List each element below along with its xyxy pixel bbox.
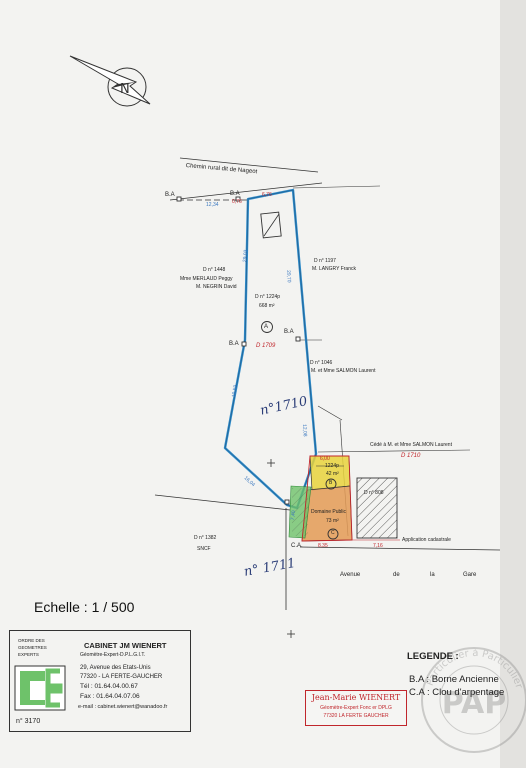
ge-logo-icon: [14, 665, 66, 711]
parcel-d1710: D 1710: [401, 453, 421, 459]
cabinet-fax: Fax : 01.64.04.07.06: [80, 693, 140, 700]
avenue-word-1: Avenue: [340, 572, 361, 578]
sncf-label: SNCF: [197, 546, 211, 552]
marker-b-circle: [325, 478, 337, 490]
marker-c-circle: [327, 528, 339, 540]
dimension-12-34: 12,34: [206, 202, 219, 208]
building-d808: [356, 477, 398, 539]
order-line-1: ORDRE DES: [18, 638, 45, 643]
domaine-public-label: Domaine Public: [311, 509, 347, 515]
parcel-d1046-number: D n° 1046: [310, 360, 333, 366]
marker-b-letter: B: [329, 480, 333, 486]
ba-label-2: B.A: [230, 191, 240, 197]
building-hatched: [260, 211, 282, 239]
avenue-word-2: de: [393, 572, 400, 578]
geometre-stamp: Jean-Marie WIENERT Géomètre-Expert Fonc …: [305, 690, 407, 726]
dimension-6-00: 6,00: [320, 456, 330, 462]
dimension-8-35: 8,35: [318, 543, 328, 549]
scale-label: Echelle : 1 / 500: [34, 599, 135, 615]
domaine-public-area: 73 m²: [326, 518, 339, 524]
cabinet-stamp-box: [9, 630, 191, 732]
parcel-d1448-number: D n° 1448: [203, 267, 226, 273]
legend-title: LEGENDE :: [407, 651, 459, 662]
lot-b-number: 1224p: [325, 463, 339, 469]
order-line-3: EXPERTS: [18, 652, 39, 657]
cross-marker: [267, 459, 295, 638]
ca-label: C.A.: [291, 543, 303, 549]
cabinet-address: 29, Avenue des Etats-Unis: [80, 665, 151, 671]
parcel-d1046-owner: M. et Mme SALMON Laurent: [311, 368, 376, 374]
cabinet-email: e-mail : cabinet.wienert@wanadoo.fr: [78, 704, 168, 710]
dimension-12-08: 12,08: [301, 423, 308, 437]
paper-shadow: [500, 0, 526, 768]
cabinet-number: n° 3170: [16, 718, 41, 725]
cabinet-name: CABINET JM WIENERT: [84, 641, 167, 650]
avenue-word-3: la: [430, 572, 435, 578]
parcel-d1197-owner: M. LANGRY Franck: [312, 266, 356, 272]
cede-label: Cédé à M. et Mme SALMON Laurent: [370, 442, 452, 448]
road-edge-top: [179, 157, 319, 173]
road-edge-bottom: [169, 182, 323, 201]
ba-label-3: B.A: [284, 329, 294, 335]
parcel-d1709: D 1709: [256, 343, 276, 349]
dimension-0-76: 0,76: [232, 199, 242, 205]
parcel-d1224p-number: D n° 1224p: [255, 294, 281, 300]
marker-a-letter: A: [264, 324, 269, 330]
lot-bc-red-outline: [301, 455, 353, 542]
avenue-edge: [299, 546, 501, 551]
cabinet-tel: Tél : 01.64.04.00.67: [80, 683, 138, 690]
sncf-line: [154, 494, 291, 511]
parcel-d1224p-area: 668 m²: [259, 303, 275, 309]
stamp-name: Jean-Marie WIENERT: [311, 693, 401, 702]
parcel-d808: D n° 808: [364, 490, 384, 496]
boundary-marker-icon: [176, 196, 301, 505]
dimension-7-16: 7,16: [373, 543, 383, 549]
cabinet-title: Géomètre-Expert-D.P.L.G.I.T.: [80, 652, 146, 658]
limit-top-right: [292, 185, 381, 189]
stamp-city: 77320 LA FERTE GAUCHER: [323, 713, 389, 719]
svg-text:N: N: [120, 82, 130, 97]
avenue-word-4: Gare: [463, 572, 477, 578]
ba-label-4: B.A: [229, 341, 239, 347]
application-cadastrale: Application cadastrale: [402, 537, 451, 543]
parcel-d1382: D n° 1382: [194, 535, 217, 541]
legend-ca: C.A : Clou d'arpentage: [409, 687, 505, 698]
lot-b-area: 42 m²: [326, 471, 339, 477]
dimension-29-70: 29,70: [285, 269, 292, 283]
marker-c-letter: C: [331, 530, 335, 536]
marker-a-circle: [261, 321, 273, 333]
parcel-d1448-owner1: Mme MERLAUD Peggy: [180, 276, 233, 282]
stamp-title: Géomètre-Expert Fonc er DPLG: [320, 705, 392, 711]
watermark-center: PAP: [442, 686, 506, 721]
boundary-right-lots: [317, 405, 343, 421]
parcel-d1448-owner2: M. NEGRIN David: [196, 284, 237, 290]
building-diagonal: [263, 213, 280, 237]
dimension-6-76: 6,76: [262, 192, 272, 198]
parcel-d1197-number: D n° 1197: [314, 258, 336, 264]
cede-pointer: [317, 449, 471, 453]
order-line-2: GEOMETRES: [18, 645, 47, 650]
north-arrow-icon: N: [69, 55, 151, 107]
ba-label-1: B.A: [165, 192, 175, 198]
legend-ba: B.A : Borne Ancienne: [409, 674, 499, 685]
cabinet-city: 77320 - LA FERTE-GAUCHER: [80, 674, 163, 680]
dimension-7-40: 7,40: [290, 510, 297, 521]
